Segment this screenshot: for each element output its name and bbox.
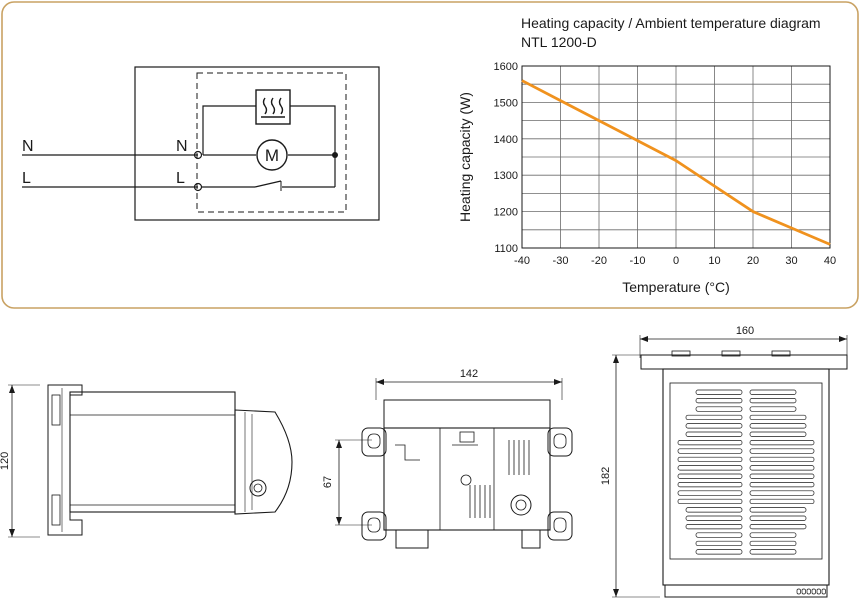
vent-slot	[749, 490, 815, 496]
bottom-dots	[796, 588, 826, 595]
front-view-drawing: 142 67	[322, 368, 573, 549]
vent-slot	[677, 498, 743, 505]
vent-slot	[695, 549, 743, 555]
x-tick-label: 40	[824, 255, 836, 267]
chart-tick-labels: -40 -30 -20 -10 0 10 20 30 40 1100 1200 1300 1400 150…	[494, 61, 837, 267]
vent-slot	[695, 540, 743, 547]
y-tick-label: 1400	[494, 134, 518, 146]
vent-slot	[677, 448, 743, 454]
connector-dot	[811, 588, 816, 595]
terminal-n-node	[193, 150, 203, 160]
vent-slot	[685, 414, 743, 421]
dim-back-width: 160	[736, 325, 754, 337]
x-tick-label: 30	[785, 255, 797, 267]
terminal-n-left: N	[22, 138, 34, 155]
x-tick-label: -10	[630, 255, 646, 267]
vent-slot	[695, 406, 743, 412]
y-tick-label: 1300	[494, 170, 518, 182]
vent-slot	[749, 473, 815, 479]
terminal-l-left: L	[22, 170, 31, 187]
heating-capacity-chart: Heating capacity / Ambient temperature d…	[457, 15, 836, 295]
vent-slot	[749, 482, 815, 488]
vent-slot	[695, 532, 743, 538]
wiring-diagram: N L N L M	[22, 66, 380, 221]
vent-slot	[677, 473, 743, 479]
connector-dot	[801, 588, 806, 595]
junction-node	[332, 152, 338, 158]
dim-front-width: 142	[460, 368, 478, 380]
vent-slot	[677, 482, 743, 488]
motor-label: M	[265, 146, 279, 165]
dim-side-height: 120	[0, 452, 11, 470]
vent-slot	[749, 431, 807, 437]
vent-slot	[685, 423, 743, 429]
y-tick-label: 1500	[494, 97, 518, 109]
y-tick-label: 1200	[494, 207, 518, 219]
vent-slot	[677, 490, 743, 496]
connector-dot	[806, 588, 811, 595]
vent-slot	[695, 398, 743, 404]
vent-slot	[749, 448, 815, 454]
x-tick-label: -20	[591, 255, 607, 267]
back-view-drawing: 160 182	[600, 325, 848, 598]
side-view-drawing: 120	[0, 384, 293, 538]
vent-slot	[685, 431, 743, 437]
vent-slot	[749, 515, 807, 521]
chart-subtitle: NTL 1200-D	[521, 34, 597, 50]
x-tick-label: -30	[553, 255, 569, 267]
vent-slot	[749, 532, 797, 538]
vent-slot	[685, 515, 743, 521]
x-tick-label: -40	[514, 255, 530, 267]
vent-slot	[749, 507, 807, 513]
chart-grid	[521, 65, 831, 249]
x-tick-label: 0	[673, 255, 679, 267]
dim-back-height: 182	[600, 467, 612, 485]
y-tick-label: 1600	[494, 61, 518, 73]
x-axis-label: Temperature (°C)	[622, 279, 730, 295]
vent-slot	[749, 540, 797, 547]
chart-title: Heating capacity / Ambient temperature d…	[521, 15, 821, 31]
thermostat-switch-icon	[254, 180, 282, 188]
vent-slot	[749, 456, 815, 463]
vent-slot	[749, 549, 797, 555]
vent-slot	[749, 414, 807, 421]
y-axis-label: Heating capacity (W)	[457, 92, 473, 222]
thermostat-knob-icon	[510, 494, 532, 516]
terminal-l-right: L	[176, 170, 185, 187]
vent-slot	[677, 440, 743, 446]
terminal-n-right: N	[176, 138, 188, 155]
terminal-l-node	[193, 182, 203, 192]
vent-slot	[685, 507, 743, 513]
heater-icon	[255, 89, 291, 125]
motor-icon: M	[256, 139, 288, 171]
chart-series	[521, 79, 831, 246]
connector-dot	[816, 588, 821, 595]
vent-slot	[749, 465, 815, 471]
dim-front-mount: 67	[322, 476, 334, 488]
vent-slot	[677, 465, 743, 471]
vent-slot	[749, 389, 797, 395]
vent-slot	[749, 406, 797, 412]
vent-grille	[677, 389, 815, 555]
vent-slot	[749, 423, 807, 429]
top-section-frame	[1, 1, 859, 309]
vent-slot	[749, 440, 815, 446]
vent-slot	[749, 498, 815, 505]
y-tick-label: 1100	[494, 243, 518, 255]
vent-slot	[695, 389, 743, 395]
connector-dot	[796, 588, 801, 595]
x-tick-label: 10	[708, 255, 720, 267]
vent-slot	[749, 398, 797, 404]
device-housing-outline	[134, 66, 380, 221]
vent-slot	[685, 524, 743, 530]
vent-slot	[677, 456, 743, 463]
capacity-curve	[521, 79, 831, 246]
internal-dashed-boundary	[196, 72, 347, 213]
x-tick-label: 20	[747, 255, 759, 267]
connector-dot	[821, 588, 826, 595]
vent-slot	[749, 524, 807, 530]
plot-area-border	[521, 65, 831, 249]
